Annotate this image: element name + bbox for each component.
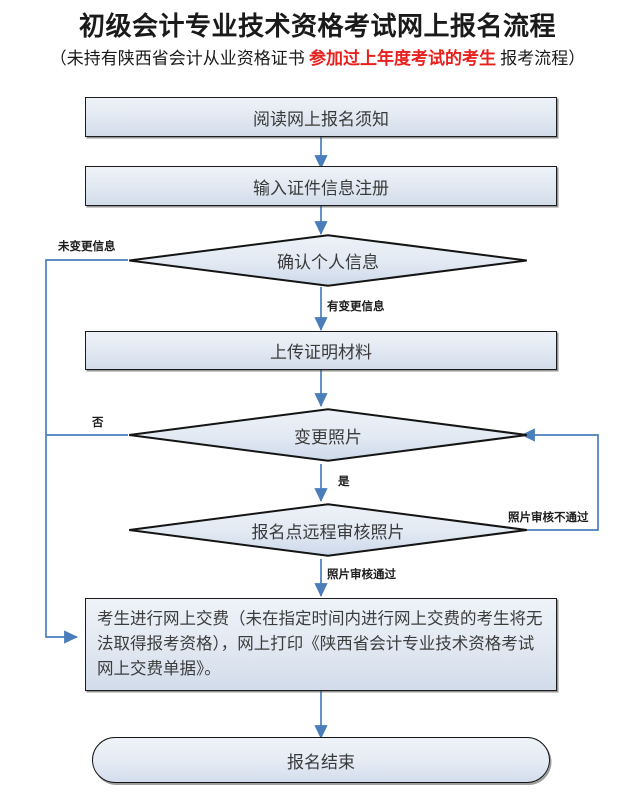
subtitle-suffix: 报考流程） [496, 49, 586, 68]
node-register-id-info-label: 输入证件信息注册 [253, 178, 389, 198]
page-title: 初级会计专业技术资格考试网上报名流程 [78, 12, 556, 41]
edge-label-yes: 是 [338, 476, 350, 488]
connector-nochange-bypass [45, 259, 128, 644]
node-read-notice[interactable]: 阅读网上报名须知 [85, 97, 557, 137]
diamond-shape [129, 503, 527, 557]
subtitle-prefix: （未持有陕西省会计从业资格证书 [49, 49, 309, 68]
node-upload-materials-label: 上传证明材料 [270, 343, 372, 362]
node-upload-materials[interactable]: 上传证明材料 [85, 331, 557, 370]
page-subtitle: （未持有陕西省会计从业资格证书 参加过上年度考试的考生 报考流程） [0, 44, 635, 69]
node-online-payment[interactable]: 考生进行网上交费（未在指定时间内进行网上交费的考生将无法取得报考资格），网上打印… [85, 598, 557, 691]
node-confirm-personal-info[interactable]: 确认个人信息 [128, 234, 528, 287]
edge-label-has-change: 有变更信息 [327, 301, 385, 313]
node-register-id-info[interactable]: 输入证件信息注册 [85, 166, 557, 206]
subtitle-highlight: 参加过上年度考试的考生 [309, 49, 496, 68]
edge-label-no-change: 未变更信息 [58, 241, 116, 253]
edge-label-review-fail: 照片审核不通过 [508, 512, 589, 524]
diamond-shape [129, 408, 527, 462]
node-read-notice-label: 阅读网上报名须知 [253, 109, 389, 129]
edge-label-review-pass: 照片审核通过 [327, 569, 396, 581]
diamond-shape [129, 234, 527, 287]
node-online-payment-label: 考生进行网上交费（未在指定时间内进行网上交费的考生将无法取得报考资格），网上打印… [97, 609, 543, 679]
node-remote-photo-review[interactable]: 报名点远程审核照片 [128, 503, 528, 557]
node-registration-end-label: 报名结束 [287, 752, 355, 772]
edge-label-no: 否 [92, 417, 104, 429]
node-change-photo[interactable]: 变更照片 [128, 408, 528, 462]
node-registration-end[interactable]: 报名结束 [92, 737, 550, 783]
